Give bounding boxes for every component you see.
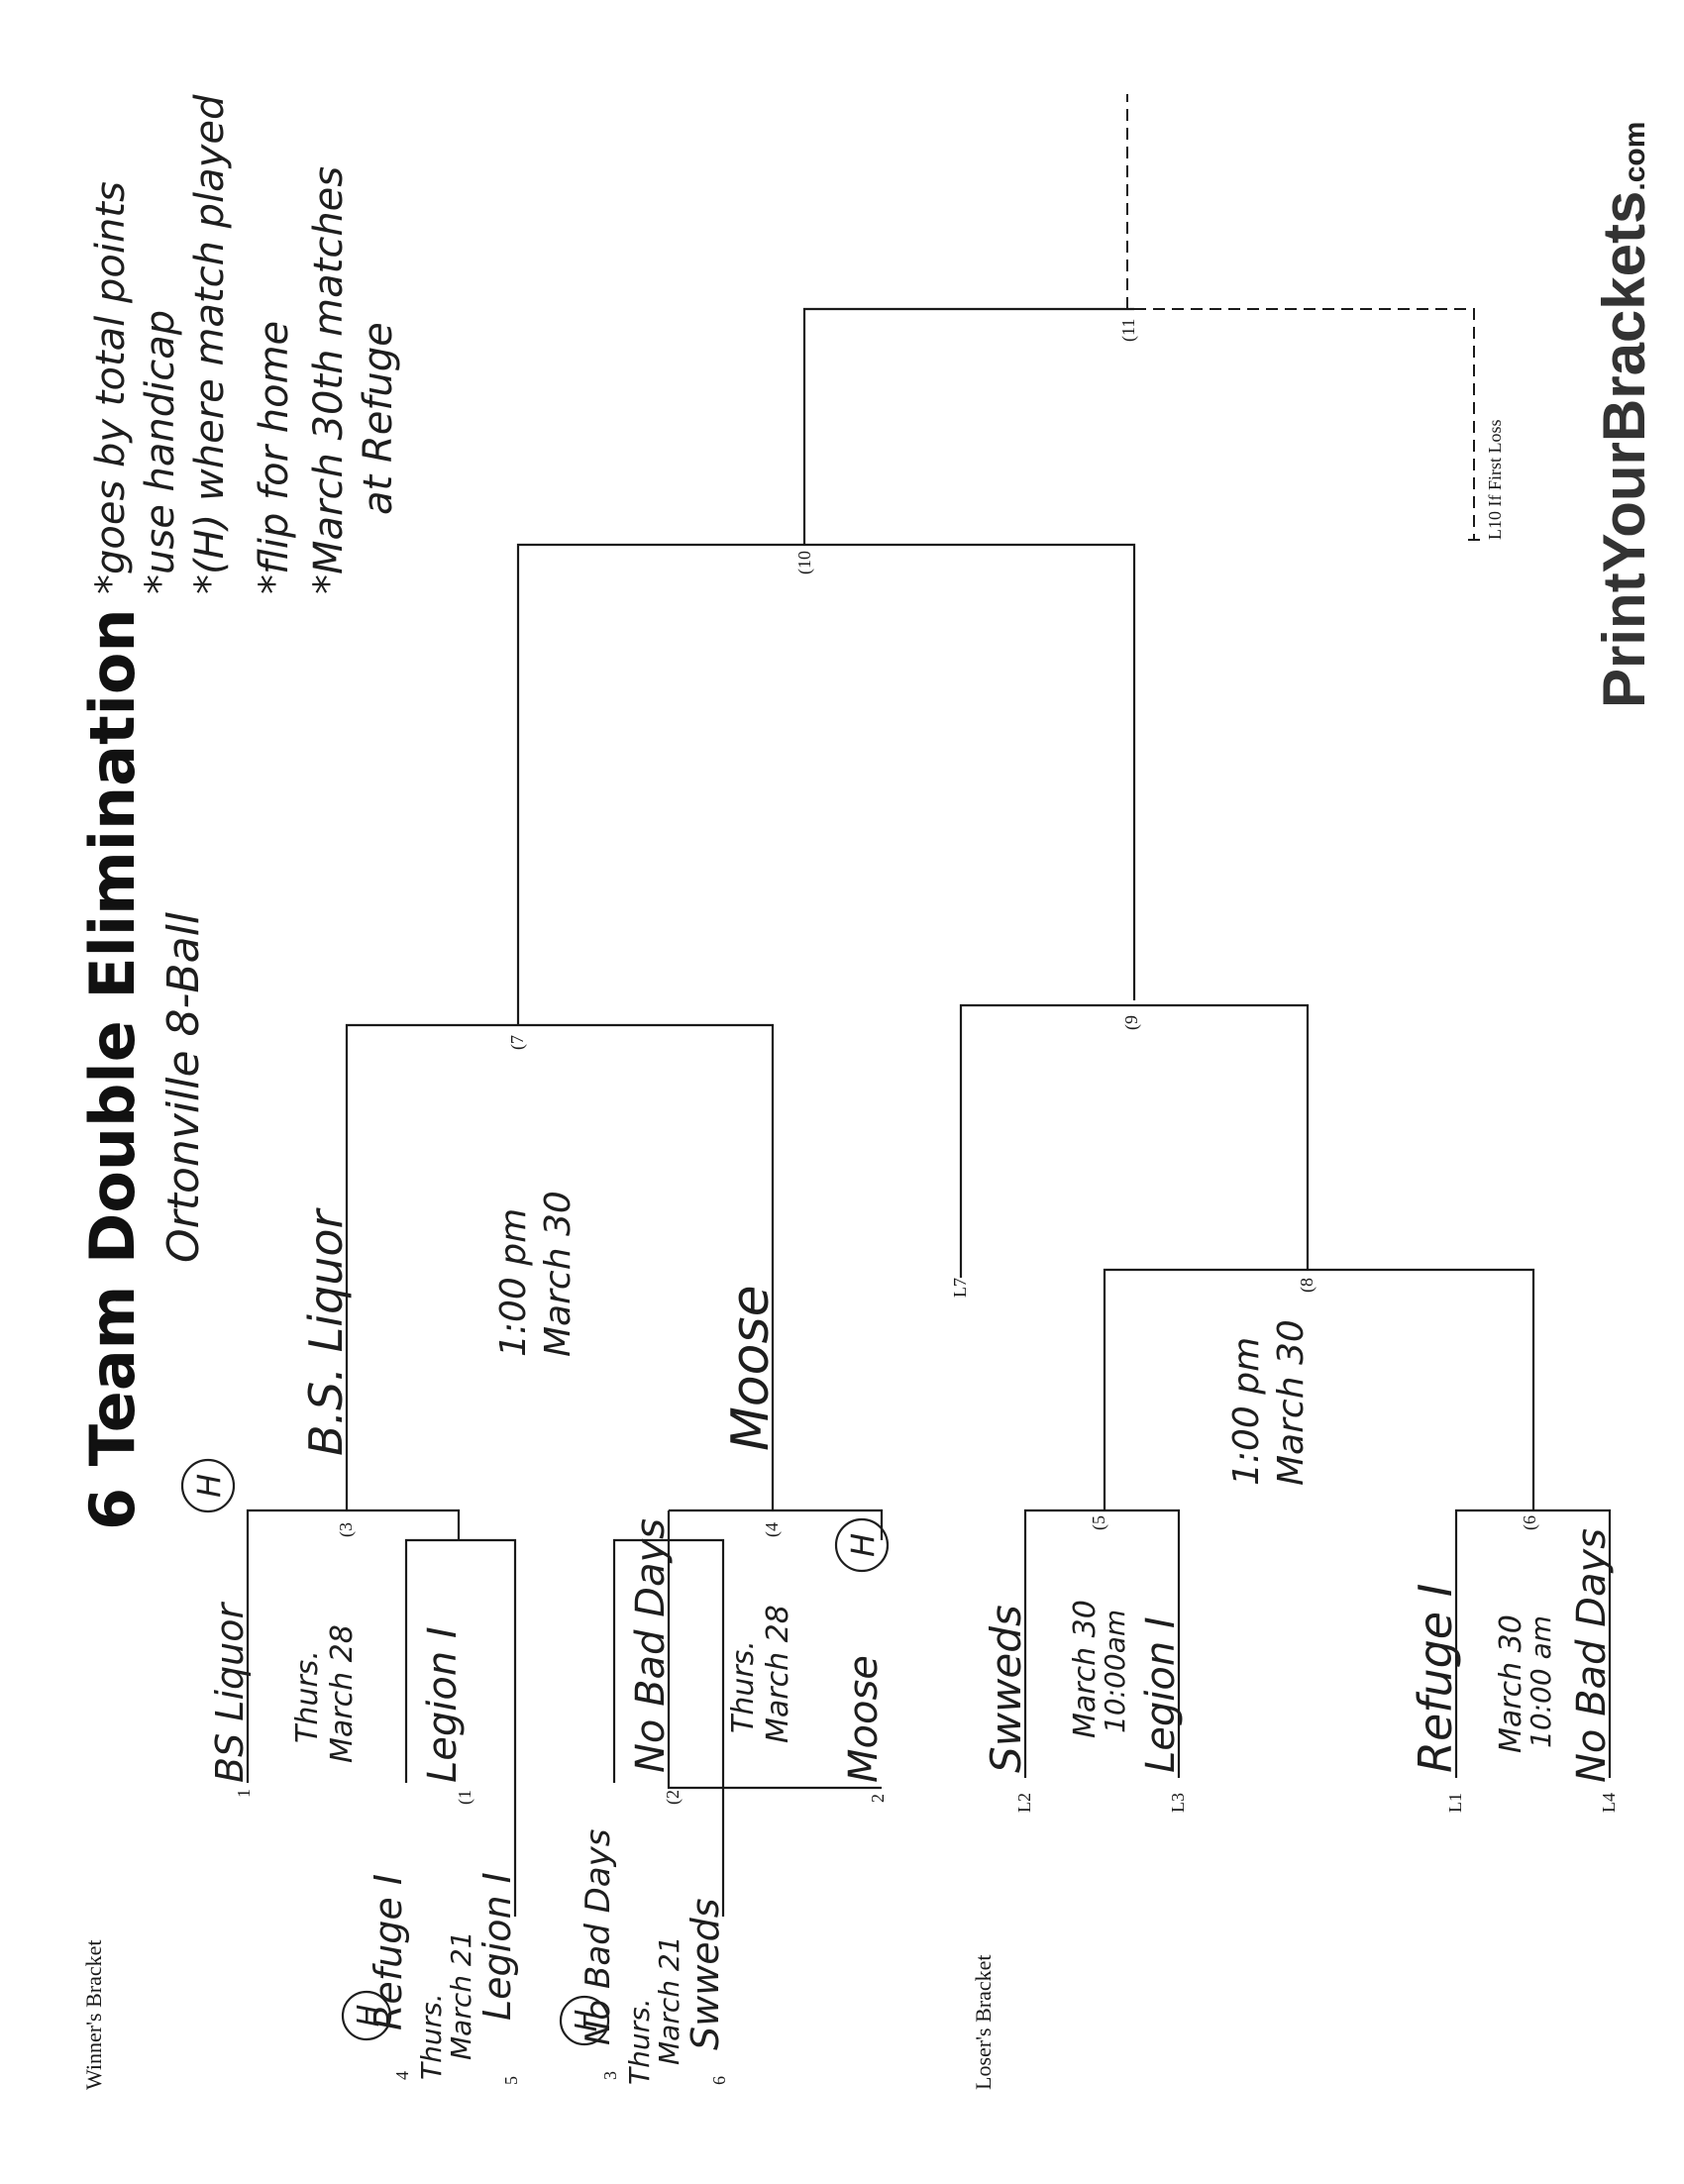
home-mark-g1-text: H (352, 2005, 386, 2028)
game-4-date-day: Thurs. (726, 1640, 761, 1733)
game-4-date: March 28 (761, 1605, 795, 1743)
brand-suffix: .com (1619, 122, 1651, 191)
losers-bracket-label: Loser's Bracket (971, 1954, 996, 2090)
game-6-number: (6 (1520, 1515, 1540, 1530)
slot-l4: L4 (1599, 1793, 1619, 1813)
game-1-date: March 21 (445, 1931, 477, 2061)
game-3-number: (3 (336, 1522, 357, 1537)
game-3-date: March 28 (325, 1624, 360, 1763)
page-title: 6 Team Double Elimination (76, 608, 149, 1530)
seed-1: 1 (234, 1789, 254, 1798)
game-5-time: 10:00am (1099, 1610, 1131, 1733)
slot-l1: L1 (1445, 1793, 1465, 1813)
note-6: at Refuge (356, 322, 401, 515)
losers-bracket: L2 L3 L1 L4 L7 L10 If First Loss Swweds … (950, 420, 1619, 1814)
home-mark-g4 (834, 1517, 890, 1573)
brand-logo: PrintYourBrackets.com (1591, 122, 1657, 708)
game-6-time: 10:00 am (1525, 1615, 1557, 1748)
winners-teams: Refuge I Legion I Thurs. March 21 H No B… (180, 1191, 890, 2085)
game-8-number: (8 (1297, 1278, 1317, 1293)
game-10-number: (10 (794, 551, 815, 574)
team-moose-g7: Moose (721, 1285, 781, 1451)
team-swweds-g5: Swweds (982, 1605, 1030, 1773)
slot-l10: L10 If First Loss (1485, 420, 1505, 541)
note-4: *flip for home (252, 321, 297, 594)
game-11-dashed (1126, 94, 1483, 541)
slot-l3: L3 (1168, 1793, 1188, 1813)
home-mark-g1 (341, 1990, 392, 2041)
game-9-number: (9 (1121, 1015, 1142, 1030)
winners-bracket-label: Winner's Bracket (81, 1939, 106, 2090)
team-no-bad-days-g2: No Bad Days (579, 1829, 618, 2045)
seed-2: 2 (868, 1794, 888, 1803)
team-refuge-g6: Refuge I (1409, 1584, 1462, 1773)
seed-6: 6 (709, 2076, 729, 2085)
game-2-date-day: Thurs. (623, 1998, 656, 2085)
game-11-number: (11 (1118, 319, 1139, 342)
seed-3: 3 (600, 2071, 620, 2080)
game-numbers: (1 (2 (3 (4 (7 (10 (11 (5 (6 (8 (9 (336, 319, 1540, 1805)
game-1-number: (1 (455, 1790, 475, 1805)
seed-5: 5 (501, 2076, 521, 2085)
home-mark-g3 (180, 1458, 236, 1513)
bracket-lines (246, 94, 1612, 1917)
team-swweds-g2: Swweds (684, 1898, 727, 2050)
note-1: *goes by total points (88, 181, 134, 594)
game-7-bracket (345, 1023, 775, 1510)
team-bs-liquor-g3: BS Liquor (208, 1602, 252, 1783)
team-no-bad-days-g6: No Bad Days (1569, 1528, 1615, 1783)
team-legion-g1: Legion I (475, 1872, 519, 2021)
team-bs-liquor-g7: B.S. Liquor (299, 1206, 353, 1456)
note-2: *use handicap (138, 310, 183, 594)
game-8-date: March 30 (1271, 1319, 1312, 1486)
game-8-bracket (1103, 1268, 1535, 1510)
game-7-date: March 30 (538, 1191, 579, 1357)
game-7-number: (7 (507, 1035, 528, 1050)
game-2-number: (2 (663, 1790, 684, 1805)
game-8-time: 1:00 pm (1226, 1337, 1267, 1486)
home-mark-g2 (559, 1995, 610, 2046)
home-mark-g3-text: H (190, 1474, 228, 1498)
note-3: *(H) where match played (187, 94, 233, 594)
game-5-date: March 30 (1068, 1600, 1103, 1738)
game-10-bracket (516, 543, 1136, 1025)
game-7-time: 1:00 pm (493, 1208, 534, 1357)
seed-4: 4 (392, 2071, 412, 2080)
brand-name: PrintYourBrackets (1591, 191, 1657, 708)
game-5-number: (5 (1089, 1515, 1109, 1530)
team-legion-g3: Legion I (420, 1626, 466, 1783)
slot-l7: L7 (950, 1278, 970, 1298)
game-3-bracket (246, 1508, 461, 1783)
notes-block: *goes by total points *use handicap *(H)… (88, 94, 401, 594)
game-9-bracket (959, 1003, 1310, 1278)
team-no-bad-days-g4: No Bad Days (628, 1518, 674, 1773)
home-mark-g2-text: H (570, 2010, 604, 2032)
game-4-number: (4 (762, 1522, 783, 1537)
game-11-bracket (802, 307, 1134, 545)
game-6-date: March 30 (1494, 1614, 1528, 1753)
game-4-bracket (667, 1510, 882, 1790)
team-legion-g5: Legion I (1138, 1616, 1184, 1773)
game-5-bracket (1023, 1508, 1181, 1778)
game-2-date: March 21 (653, 1936, 685, 2066)
note-5: *March 30th matches (306, 166, 352, 594)
subtitle: Ortonville 8-Ball (158, 911, 209, 1263)
home-mark-g4-text: H (844, 1533, 882, 1557)
team-moose-g4: Moose (841, 1655, 887, 1783)
slot-l2: L2 (1014, 1793, 1034, 1813)
game-3-date-day: Thurs. (290, 1650, 325, 1743)
game-1-date-day: Thurs. (415, 1993, 448, 2080)
game-1-bracket (404, 1538, 517, 1917)
winners-seeds: 1 4 5 3 6 2 (234, 1789, 888, 2085)
